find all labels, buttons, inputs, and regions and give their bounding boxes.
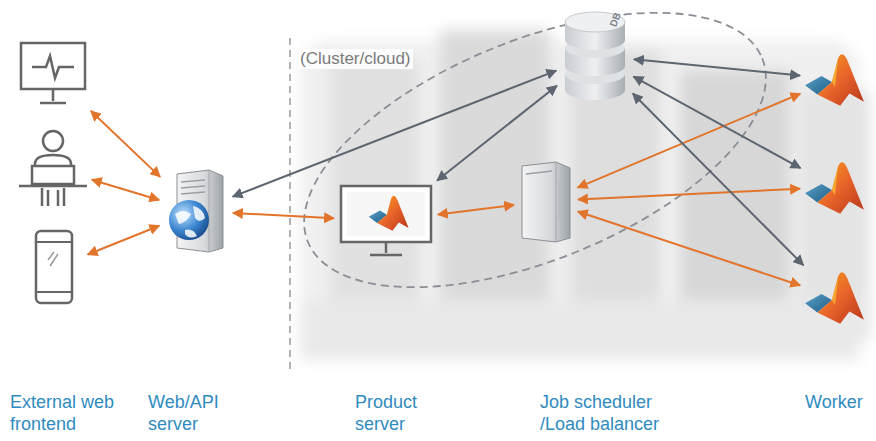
monitor-icon bbox=[18, 40, 88, 110]
blurred-datacenter bbox=[300, 30, 870, 360]
connector-arrow bbox=[88, 226, 160, 255]
connector-arrow bbox=[578, 212, 800, 286]
icon-node: Job scheduler /Load balancer bbox=[518, 158, 574, 244]
connector-arrow bbox=[233, 71, 557, 197]
connector-arrow bbox=[634, 59, 800, 75]
node-caption: Worker bbox=[805, 392, 873, 414]
icon-node: DB bbox=[560, 8, 630, 103]
node-caption: Product server bbox=[355, 392, 455, 435]
cluster-ellipse bbox=[267, 0, 804, 344]
sched-icon bbox=[518, 158, 574, 244]
node-caption: Job scheduler /Load balancer bbox=[540, 392, 680, 435]
icon-group: Worker bbox=[802, 50, 868, 328]
connector-arrow bbox=[634, 77, 801, 168]
connector-arrow bbox=[438, 205, 514, 215]
boundary-line bbox=[289, 38, 291, 372]
web-icon bbox=[163, 168, 229, 254]
product-icon bbox=[338, 183, 434, 259]
person-icon bbox=[18, 128, 88, 208]
matlab-icon bbox=[804, 268, 866, 326]
node-caption: External web frontend bbox=[10, 392, 138, 435]
matlab-icon bbox=[804, 158, 866, 216]
icon-node: Product server bbox=[338, 183, 434, 259]
icon-node: Web/API server bbox=[163, 168, 229, 254]
icon-group: External web frontend bbox=[12, 40, 92, 308]
region-label: (Cluster/cloud) bbox=[298, 49, 413, 69]
node-caption: Web/API server bbox=[148, 392, 244, 435]
connector-arrow bbox=[91, 111, 160, 177]
phone-icon bbox=[24, 228, 84, 308]
connector-arrow bbox=[633, 94, 804, 266]
matlab-icon bbox=[804, 50, 866, 108]
connector-arrow bbox=[92, 180, 159, 200]
connector-arrow bbox=[233, 213, 334, 218]
connector-arrow bbox=[578, 189, 800, 200]
